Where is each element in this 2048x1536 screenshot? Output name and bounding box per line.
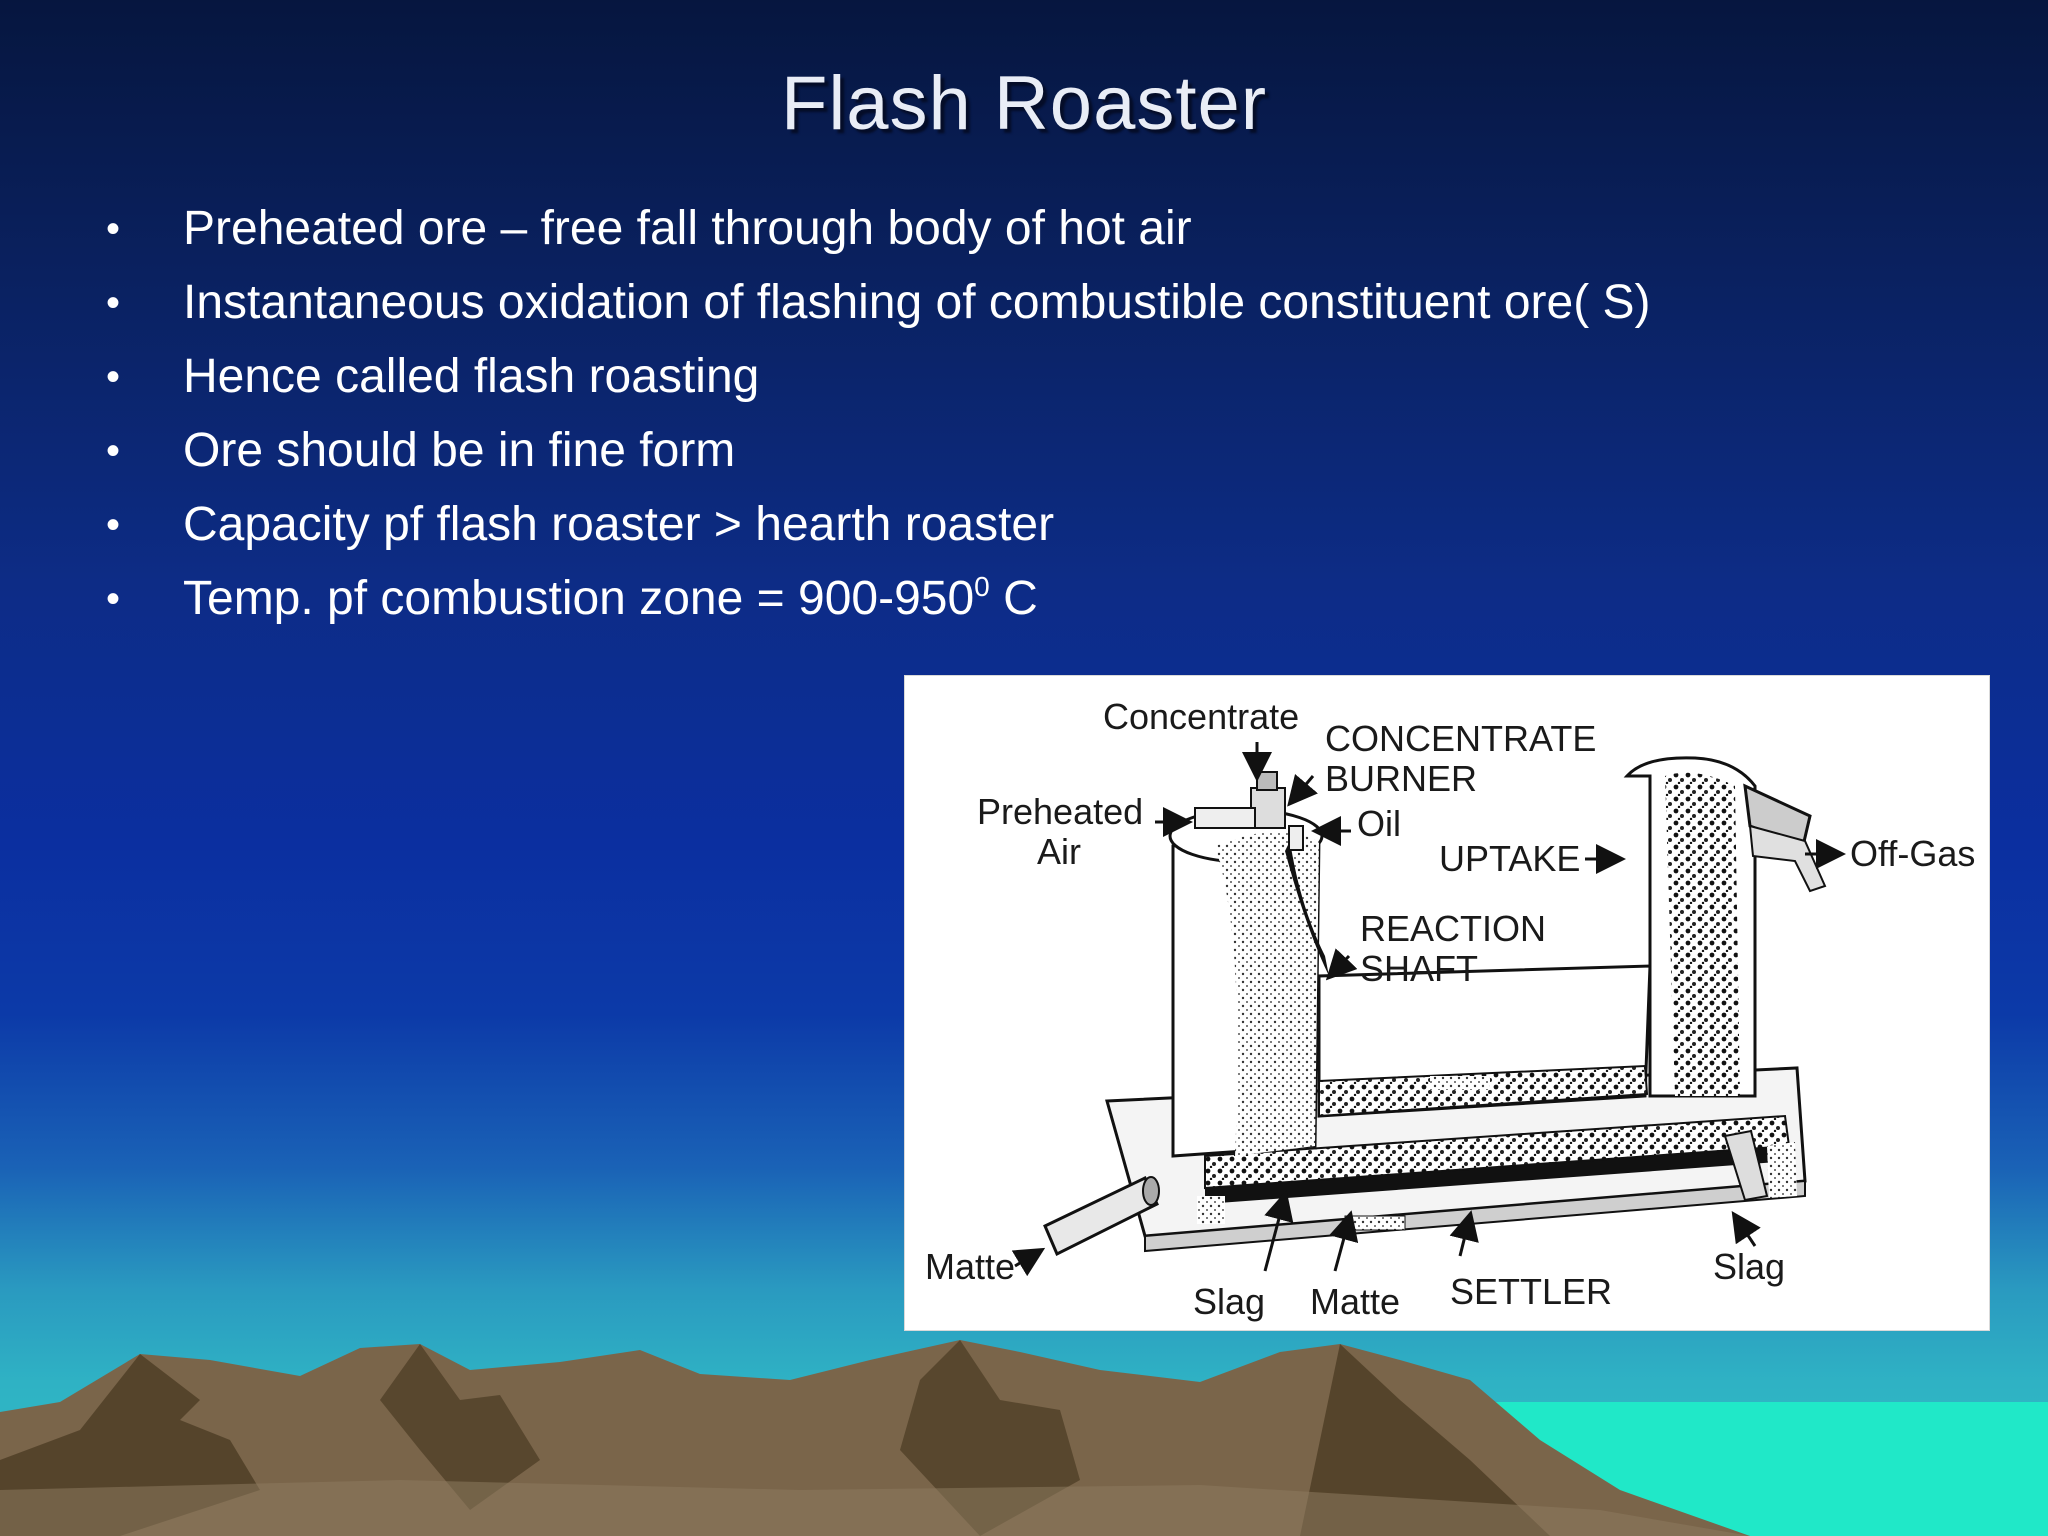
bullet-dot: • [106,503,121,547]
bullet-list: • Preheated ore – free fall through body… [0,198,2048,642]
label-air: Air [1037,831,1081,872]
slide-title: Flash Roaster [780,61,1268,146]
diagram-arrows [1011,742,1846,1277]
bullet-item: • Preheated ore – free fall through body… [0,198,2048,272]
reaction-shaft [1168,771,1329,1158]
bullet-text: Capacity pf flash roaster > hearth roast… [183,498,1055,551]
bullet-dot: • [106,207,121,251]
bullet-item: • Instantaneous oxidation of flashing of… [0,272,2048,346]
bullet-text: Hence called flash roasting [183,350,760,403]
mountain-landscape [0,1340,2048,1536]
label-concentrate: Concentrate [1103,696,1299,737]
bullet-dot: • [106,577,121,621]
temperature-unit: C [989,572,1038,625]
mountain-shadow-right [900,1340,1080,1536]
degree-superscript: 0 [974,571,990,602]
label-uptake: UPTAKE [1439,838,1580,879]
bullet-text: Preheated ore – free fall through body o… [183,202,1192,255]
bullet-dot: • [106,281,121,325]
flash-roaster-diagram: Concentrate CONCENTRATE BURNER Preheated… [904,675,1990,1331]
bullet-item: • Capacity pf flash roaster > hearth roa… [0,494,2048,568]
label-shaft: SHAFT [1360,948,1478,989]
mountain-shadow-far [1300,1344,1550,1536]
uptake-shaft [1623,756,1827,1098]
bullet-dot: • [106,355,121,399]
label-matte-left: Matte [925,1246,1015,1287]
mountain-shadow-mid [380,1344,540,1510]
mountain-foreground [0,1480,1750,1536]
diagram-drawing: Concentrate CONCENTRATE BURNER Preheated… [925,696,1975,1322]
label-slag-bottom: Slag [1193,1281,1265,1322]
label-preheated: Preheated [977,791,1143,832]
bullet-item: • Temp. pf combustion zone = 900-9500 C [0,568,2048,642]
label-matte-bottom: Matte [1310,1281,1400,1322]
bullet-item: • Hence called flash roasting [0,346,2048,420]
bullet-text: Temp. pf combustion zone = 900-9500 C [183,568,1038,636]
matte-tap-pipe [1043,1175,1225,1257]
label-slag-right: Slag [1713,1246,1785,1287]
label-concentrate-burner-line2: BURNER [1325,758,1477,799]
label-reaction: REACTION [1360,908,1546,949]
label-settler: SETTLER [1450,1271,1612,1312]
bullet-text: Instantaneous oxidation of flashing of c… [183,276,1651,329]
temperature-text: Temp. pf combustion zone = 900-950 [183,572,975,625]
bullet-dot: • [106,429,121,473]
label-off-gas: Off-Gas [1850,833,1975,874]
label-oil: Oil [1357,803,1401,844]
bullet-item: • Ore should be in fine form [0,420,2048,494]
bullet-text: Ore should be in fine form [183,424,736,477]
settler-chamber [1317,964,1652,1118]
label-concentrate-burner-line1: CONCENTRATE [1325,718,1596,759]
